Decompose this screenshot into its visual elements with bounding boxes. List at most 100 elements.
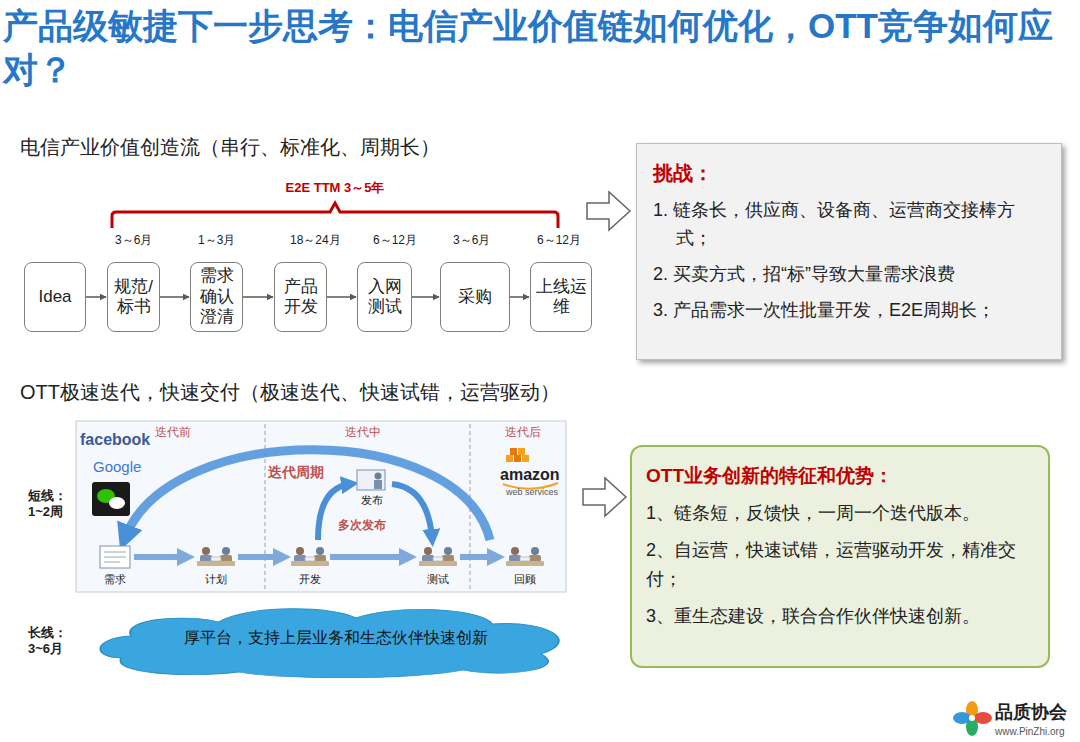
watermark-logo	[953, 712, 971, 724]
team-icon	[197, 547, 235, 566]
panel-heading: 挑战：	[653, 158, 1045, 189]
node-text: 产品开发	[279, 277, 322, 318]
hollow-arrow	[587, 192, 630, 230]
logo-text: facebook	[80, 430, 150, 449]
aws-logo	[518, 448, 525, 455]
step-label: 计划	[205, 573, 227, 586]
duration: 6～12月	[537, 233, 581, 247]
team-icon	[357, 470, 385, 490]
team-icon	[374, 480, 382, 489]
cloud-outline	[100, 609, 558, 678]
wechat-icon	[92, 482, 130, 516]
bracket	[112, 203, 558, 228]
team-icon	[419, 547, 457, 566]
process-box: 产品开发	[274, 262, 327, 332]
process-box: 规范/标书	[107, 262, 160, 332]
team-icon	[100, 546, 130, 568]
phase-label: 迭代中	[345, 425, 381, 439]
cycle-label: 多次发布	[338, 518, 386, 532]
node-text: 规范/标书	[112, 277, 155, 318]
phase-label: 迭代后	[505, 425, 541, 439]
hollow-arrow	[583, 478, 626, 516]
wechat-icon	[109, 497, 125, 509]
team-icon	[375, 473, 382, 480]
node-text: 需求确认澄清	[195, 266, 238, 327]
node-text: 3、重生态建设，联合合作伙伴快速创新。	[646, 602, 1034, 631]
process-box: 采购	[440, 262, 510, 332]
title: 产品级敏捷下一步思考：电信产业价值链如何优化，OTT竞争如何应对？	[3, 4, 1078, 92]
bracket	[112, 203, 558, 228]
platform-cloud: 厚平台，支持上层业务和生态伙伴快速创新	[92, 598, 580, 678]
flow-arrow	[510, 296, 529, 298]
iteration-arc	[125, 450, 490, 540]
team-icon	[100, 470, 544, 568]
logo-text: web services	[506, 487, 558, 498]
duration: 3～6月	[115, 233, 152, 247]
section-heading: OTT极速迭代，快速交付（极速迭代、快速试错，运营驱动）	[20, 380, 560, 404]
cycle-label: 迭代周期	[268, 464, 324, 481]
aws-logo	[514, 455, 521, 462]
track-label: 短线： 1~2周	[28, 488, 76, 519]
duration: 1～3月	[198, 233, 235, 247]
step-label: 开发	[299, 573, 321, 586]
node-text: 2. 买卖方式，招“标”导致大量需求浪费	[653, 261, 1045, 289]
team-icon	[104, 562, 120, 563]
team-icon	[506, 547, 544, 566]
node-text: 上线运维	[535, 277, 587, 318]
watermark-logo	[969, 715, 975, 721]
node-text: 3. 产品需求一次性批量开发，E2E周期长；	[653, 297, 1045, 325]
step-label: 测试	[427, 573, 449, 586]
flow-arrow	[460, 554, 496, 560]
node-text: Idea	[38, 287, 71, 307]
aws-logo	[522, 455, 529, 462]
iteration-panel	[76, 421, 566, 592]
duration: 3～6月	[453, 233, 490, 247]
team-icon	[104, 552, 126, 553]
team-icon	[291, 547, 329, 566]
wechat-icon	[92, 482, 130, 516]
iteration-arc	[125, 450, 490, 540]
process-box: 需求确认澄清	[190, 262, 243, 332]
team-icon	[104, 557, 126, 558]
span-label: E2E TTM 3～5年	[286, 180, 385, 196]
node-text: 采购	[458, 287, 492, 307]
flow-arrow	[327, 296, 356, 298]
step-label: 发布	[361, 494, 383, 507]
advantage-panel: OTT业务创新的特征和优势： 1、链条短，反馈快，一周一个迭代版本。 2、自运营，快…	[630, 445, 1050, 668]
flow-arrow	[243, 296, 273, 298]
step-label: 回顾	[514, 573, 536, 586]
node-text: 1. 链条长，供应商、设备商、运营商交接棒方式；	[653, 197, 1045, 253]
node-text: 2、自运营，快速试错，运营驱动开发，精准交付；	[646, 536, 1034, 594]
watermark: www.PinZhi.org	[995, 726, 1064, 738]
logo-text: Google	[93, 458, 141, 476]
process-box: Idea	[24, 262, 86, 332]
hollow-arrow	[583, 192, 630, 516]
challenge-panel: 挑战： 1. 链条长，供应商、设备商、运营商交接棒方式； 2. 买卖方式，招“标”导…	[636, 143, 1062, 360]
watermark: 品质协会	[995, 702, 1067, 724]
flow-arrow	[330, 554, 408, 560]
watermark-logo	[953, 701, 992, 736]
flow-arrow	[134, 554, 186, 560]
duration: 6～12月	[373, 233, 417, 247]
flow-arrow	[86, 296, 106, 298]
flow-arrow	[160, 296, 189, 298]
aws-logo	[510, 448, 517, 455]
flow-arrow	[238, 554, 282, 560]
step-label: 需求	[104, 573, 126, 586]
node-text: 厚平台，支持上层业务和生态伙伴快速创新	[184, 628, 488, 649]
iteration-arc	[392, 484, 432, 538]
track-label: 长线： 3~6月	[28, 625, 76, 656]
process-box: 入网测试	[357, 262, 412, 332]
logo-text: amazon	[500, 465, 560, 484]
flow-arrow	[412, 296, 439, 298]
iteration-panel	[76, 421, 566, 592]
section-heading: 电信产业价值创造流（串行、标准化、周期长）	[20, 135, 440, 159]
phase-label: 迭代前	[155, 425, 191, 439]
aws-logo	[506, 455, 513, 462]
panel-heading: OTT业务创新的特征和优势：	[646, 461, 1034, 491]
node-text: 入网测试	[362, 277, 407, 318]
node-text: 1、链条短，反馈快，一周一个迭代版本。	[646, 499, 1034, 528]
process-box: 上线运维	[530, 262, 592, 332]
duration: 18～24月	[290, 233, 341, 247]
